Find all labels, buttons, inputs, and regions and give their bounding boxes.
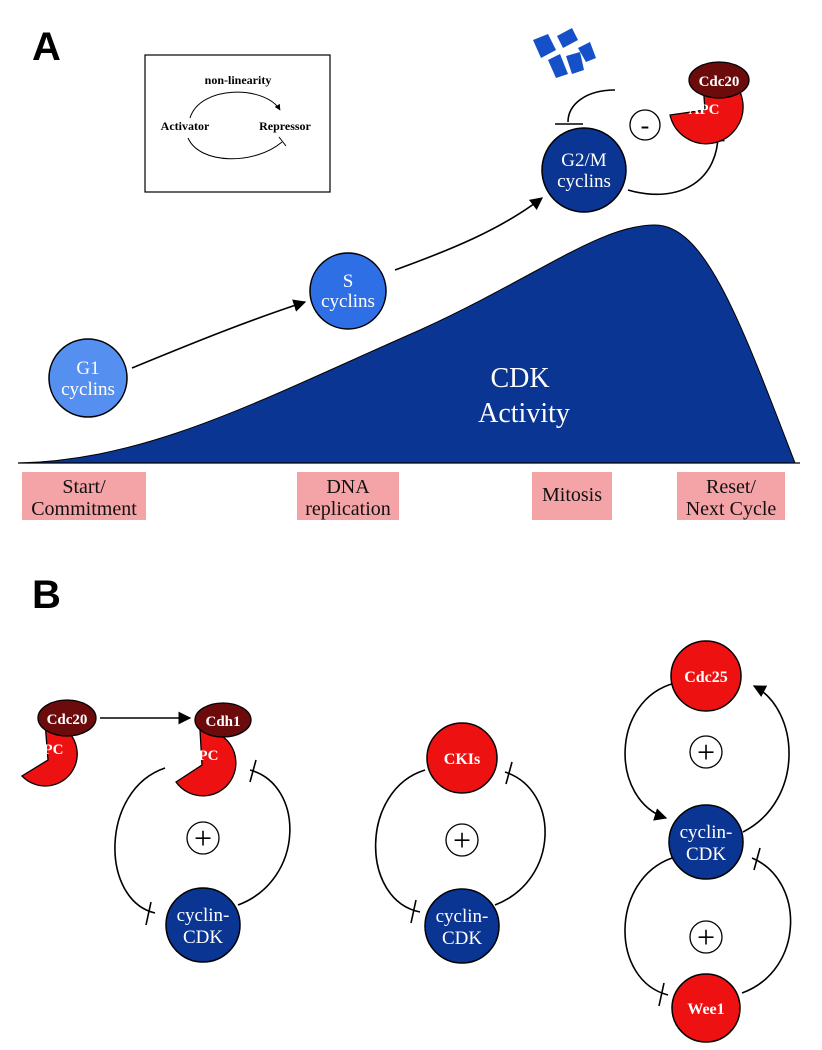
phase-dna-box [297,472,399,520]
cdk-label-line1: CDK [490,363,549,394]
plus-sign-3: + [697,734,715,770]
panel-a-label: A [32,25,61,69]
positive-feedback-icon-4 [689,920,723,954]
cki-inhibits-cdk-line [374,769,426,913]
plus-sign-4: + [697,919,715,955]
phase-mitosis-label: Mitosis [542,484,602,506]
apc-top-label: APC [689,102,720,118]
phase-dna-line1: DNA [326,476,370,498]
cdc20-b-node [37,699,97,737]
cdc20-top-label: Cdc20 [699,74,740,90]
s-to-g2m-arrow [394,197,544,271]
cdk-inhibits-apc-line [237,769,291,906]
cdk-inhibits-cki-bar [505,761,513,785]
ckis-node [426,722,498,794]
panel-b-label: B [32,573,61,617]
g2m-cyclins-node [541,127,627,213]
g2m-label-line1: G2/M [561,150,607,171]
cdc25-activates-cdk-arrow [624,682,676,821]
phase-mitosis-box [532,472,612,520]
phase-reset-box [677,472,785,520]
s-cyclins-node [309,252,387,330]
cyclin-cdk-3-line2: CDK [686,844,726,865]
nonlinearity-inset: non-linearity Activator Repressor [144,54,331,193]
g1-label-line2: cyclins [61,379,115,400]
cdk-inhibits-apc-bar [249,759,257,783]
g2m-label-line2: cyclins [557,171,611,192]
negative-feedback-icon [629,109,661,141]
g1-cyclins-node [48,338,128,418]
phase-start-box [22,472,146,520]
inset-nonlinearity-label: non-linearity [205,73,272,87]
cdc25-node [670,640,742,712]
cdk-inhibits-cki-line [494,771,546,906]
plus-sign-2: + [453,822,471,858]
cyclin-cdk-node-2 [424,888,500,964]
ckis-label: CKIs [444,751,480,768]
wee1-label: Wee1 [687,1001,724,1018]
cdh1-label: Cdh1 [205,714,240,730]
wee1-inhibits-cdk-line [741,857,792,994]
positive-feedback-icon-2 [445,823,479,857]
s-label-line2: cyclins [321,291,375,312]
cdh1-node [194,702,252,738]
cdc20-top-node [688,61,750,99]
cdc20-b-label: Cdc20 [47,712,88,728]
plus-sign-1: + [194,820,212,856]
cdk-label-line2: Activity [478,398,570,429]
positive-feedback-icon-1 [186,821,220,855]
cyclin-cdk-3-line1: cyclin- [680,822,733,843]
positive-feedback-icon-3 [689,735,723,769]
apc-inhibits-cdk-bar [145,901,152,926]
wee1-node [671,973,741,1043]
cyclin-cdk-1-line1: cyclin- [177,905,230,926]
wee1-inhibits-cdk-bar [753,847,761,871]
cyclin-cdk-node-1 [165,887,241,963]
apc-cdc20-label: APC [33,742,64,758]
cyclin-cdk-node-3 [668,804,744,880]
g1-to-s-arrow [131,299,307,369]
cdk-inhibits-wee1-bar [658,982,665,1007]
cdk-activates-cdc25-arrow [742,685,790,833]
g2m-activates-apc-arrow [627,128,725,195]
phase-reset-line2: Next Cycle [686,498,777,520]
cyclin-cdk-1-line2: CDK [183,927,223,948]
s-label-line1: S [343,271,354,292]
apc-inhibits-cdk-line [114,767,166,914]
phase-reset-line1: Reset/ [706,476,756,498]
cyclin-cdk-2-line2: CDK [442,928,482,949]
degraded-cyclin-fragments-icon [533,28,596,78]
minus-sign: - [641,111,650,140]
cdc25-label: Cdc25 [684,669,728,686]
cdk-inhibits-wee1-line [624,857,673,996]
g1-label-line1: G1 [76,358,99,379]
cdk-activity-curve [17,224,796,464]
phase-dna-line2: replication [305,498,391,520]
inset-repressor-label: Repressor [259,119,311,133]
phase-start-line1: Start/ [62,476,106,498]
phase-start-line2: Commitment [31,498,137,520]
inset-activator-label: Activator [161,119,210,133]
cki-inhibits-cdk-bar [410,899,417,924]
apc-inhibits-g2m-line [567,89,616,123]
apc-cdh1-label: APC [188,748,219,764]
cyclin-cdk-2-line1: cyclin- [436,906,489,927]
